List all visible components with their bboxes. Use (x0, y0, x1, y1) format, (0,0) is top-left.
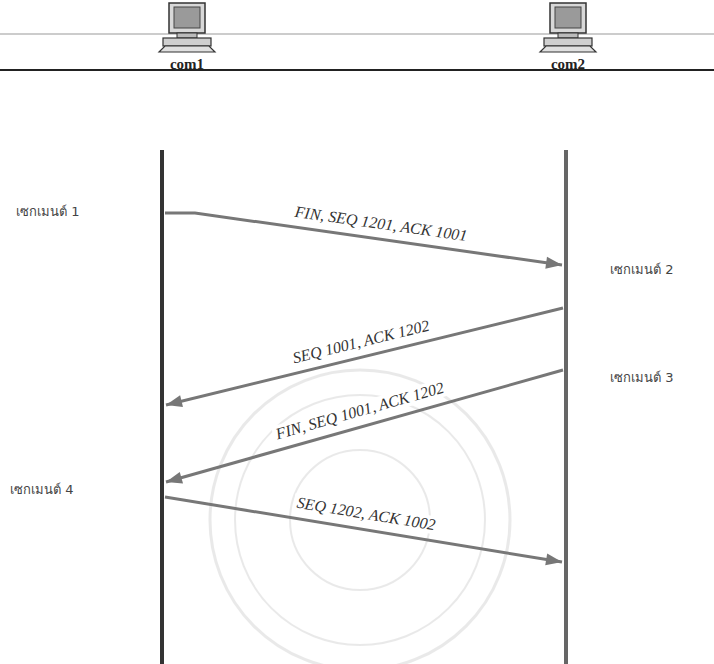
message-label: FIN, SEQ 1201, ACK 1001 (291, 202, 472, 245)
computer-icon (155, 2, 219, 54)
message-label: SEQ 1202, ACK 1002 (292, 493, 439, 535)
arrow-head (166, 395, 183, 407)
segment-label: เซกเมนต์ 3 (608, 370, 675, 386)
rule-line (0, 69, 714, 71)
computer-node: com2 (536, 2, 600, 73)
message-line (166, 308, 563, 405)
computer-base (163, 38, 211, 46)
monitor-screen (174, 7, 200, 28)
computer-icon (536, 2, 600, 54)
segment-label: เซกเมนต์ 1 (14, 204, 81, 220)
monitor-stand (177, 33, 197, 38)
message-line (166, 370, 563, 482)
monitor-stand (558, 33, 578, 38)
computer-base (544, 38, 592, 46)
segment-label: เซกเมนต์ 4 (8, 482, 75, 498)
lifeline (564, 150, 568, 664)
rule-line (0, 34, 714, 35)
watermark-seal (210, 370, 510, 664)
message-arrow (166, 370, 563, 483)
arrow-head (545, 553, 562, 565)
message-label: FIN, SEQ 1001, ACK 1202 (271, 378, 449, 445)
lifeline (160, 150, 164, 664)
segment-label: เซกเมนต์ 2 (608, 262, 675, 278)
monitor-screen (555, 7, 581, 28)
monitor-case (550, 3, 586, 33)
computer-label: com1 (170, 56, 204, 73)
arrow-head (545, 257, 562, 269)
message-label: SEQ 1001, ACK 1202 (288, 316, 434, 369)
monitor-case (169, 3, 205, 33)
message-arrow (166, 308, 563, 407)
keyboard (540, 46, 596, 52)
keyboard (159, 46, 215, 52)
computer-node: com1 (155, 2, 219, 73)
computer-label: com2 (551, 56, 585, 73)
arrow-head (166, 472, 183, 484)
